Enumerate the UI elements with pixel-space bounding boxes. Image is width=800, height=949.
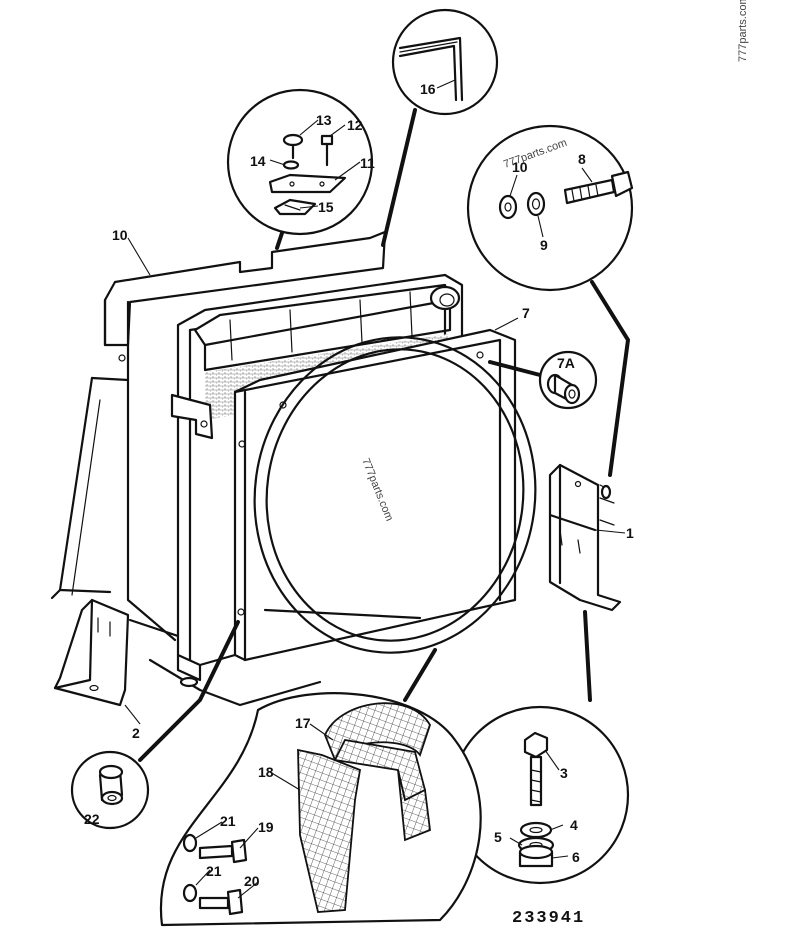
callout-19: 19 (258, 819, 274, 835)
callout-9: 9 (540, 237, 548, 253)
callout-18: 18 (258, 764, 274, 780)
callout-5: 5 (494, 829, 502, 845)
callout-2: 2 (132, 725, 140, 741)
callout-15: 15 (318, 199, 334, 215)
callout-20: 20 (244, 873, 260, 889)
callout-13: 13 (316, 112, 332, 128)
callout-7a: 7A (557, 355, 575, 371)
detail-circle-seal (381, 8, 499, 247)
leader-lines (124, 79, 626, 899)
detail-circle-spacer-22 (70, 620, 240, 830)
reference-number: 233941 (512, 909, 585, 928)
callout-11: 11 (360, 155, 375, 171)
callout-10-detail: 10 (512, 159, 528, 175)
detail-circle-bolt-washers (466, 124, 634, 477)
callout-17: 17 (295, 715, 311, 731)
detail-circle-spacer (488, 350, 598, 410)
callout-labels: 1 2 3 4 5 6 7 7A 8 9 10 10 11 12 13 14 1… (84, 81, 634, 889)
callout-10: 10 (112, 227, 128, 243)
callout-22: 22 (84, 811, 100, 827)
callout-7: 7 (522, 305, 530, 321)
callout-12: 12 (347, 117, 363, 133)
callout-1: 1 (626, 525, 634, 541)
callout-21-lower: 21 (206, 863, 222, 879)
fan-shroud-panel (233, 328, 517, 662)
callout-6: 6 (572, 849, 580, 865)
callout-8: 8 (578, 151, 586, 167)
watermark-corner: 777parts.com (737, 0, 749, 62)
callout-3: 3 (560, 765, 568, 781)
fan-ring (253, 336, 537, 654)
detail-circle-mesh-guards (159, 648, 482, 927)
callout-14: 14 (250, 153, 266, 169)
callout-16: 16 (420, 81, 436, 97)
right-mounting-bracket (548, 463, 622, 612)
callout-21-upper: 21 (220, 813, 236, 829)
left-mounting-bracket (53, 598, 130, 707)
radiator-cowl-panel (50, 230, 387, 707)
detail-circle-bracket-hardware (226, 88, 374, 250)
detail-circle-bolt-nut (450, 610, 630, 885)
callout-4: 4 (570, 817, 578, 833)
